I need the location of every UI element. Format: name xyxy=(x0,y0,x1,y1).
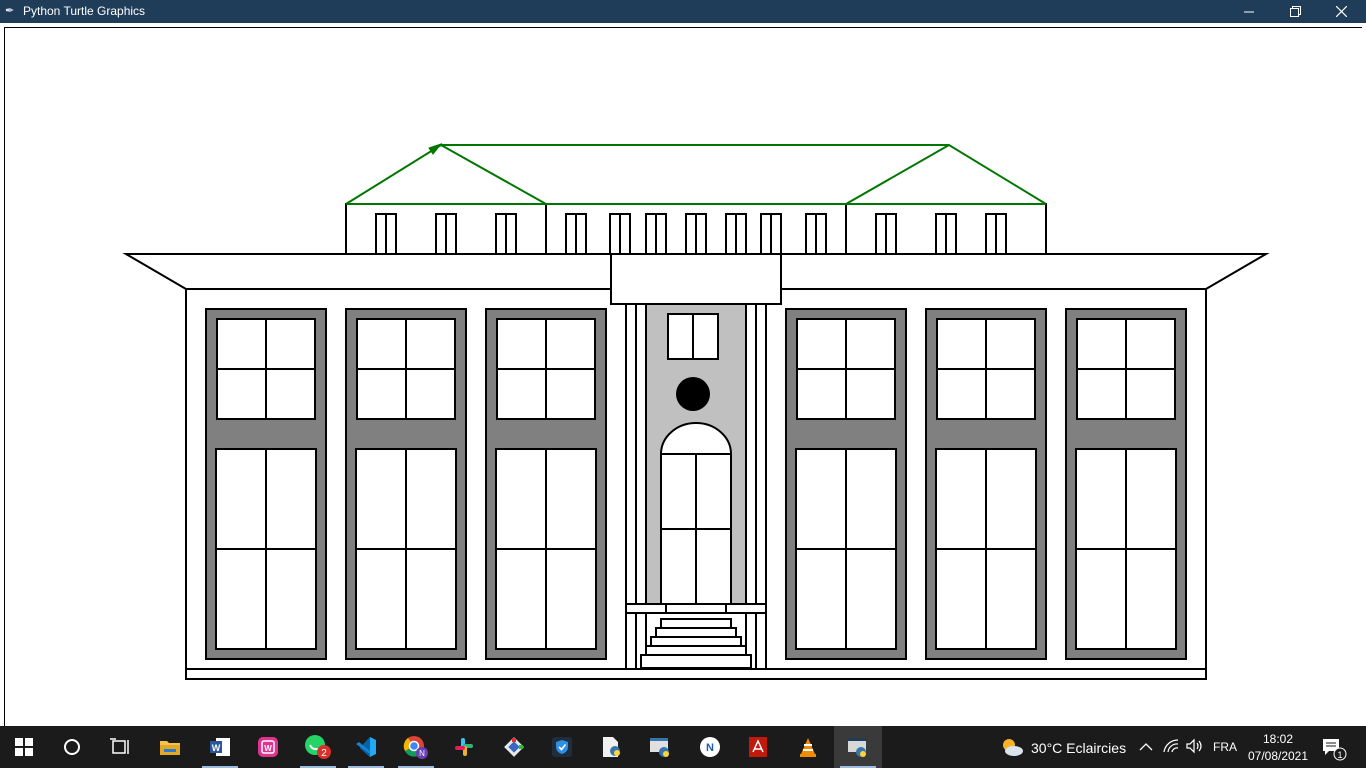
roof-gable-left xyxy=(345,143,547,205)
search-circle-icon xyxy=(64,739,80,755)
roof-gable-right xyxy=(845,143,1047,205)
action-center-button[interactable]: 1 xyxy=(1318,734,1348,762)
vlc-app[interactable] xyxy=(784,726,832,768)
restore-icon xyxy=(1289,6,1301,17)
chrome-icon: N xyxy=(403,736,428,759)
python-file-icon xyxy=(603,737,620,757)
network-button[interactable] xyxy=(1162,738,1182,756)
building-drawing xyxy=(122,142,1270,680)
slack-app[interactable] xyxy=(440,726,488,768)
turtle-canvas[interactable] xyxy=(4,27,1362,726)
svg-text:N: N xyxy=(419,749,425,758)
taskbar: W W 2 N xyxy=(0,726,1366,768)
partly-cloudy-icon xyxy=(1003,739,1023,756)
show-hidden-icons-button[interactable] xyxy=(1136,738,1156,756)
pdf-icon xyxy=(749,737,767,757)
shield-check-icon xyxy=(552,737,572,757)
step xyxy=(655,627,737,638)
running-indicator xyxy=(202,766,238,768)
facade-base xyxy=(185,668,1207,680)
restore-button[interactable] xyxy=(1272,0,1318,23)
windows-logo-icon xyxy=(15,738,33,756)
whatsapp-icon: 2 xyxy=(305,735,331,759)
n-circle-icon: N xyxy=(700,737,720,757)
git-app[interactable] xyxy=(490,726,538,768)
volume-button[interactable] xyxy=(1185,738,1205,756)
python-window-icon xyxy=(650,738,669,757)
close-button[interactable] xyxy=(1318,0,1364,23)
python-file-app[interactable] xyxy=(588,726,636,768)
start-button[interactable] xyxy=(0,726,48,768)
whatsapp-badge: 2 xyxy=(321,748,327,759)
entrance-pediment-block xyxy=(610,253,782,305)
minimize-button[interactable] xyxy=(1226,0,1272,23)
weather-text: 30°C Eclaircies xyxy=(1031,740,1127,756)
svg-text:W: W xyxy=(212,743,221,753)
vlc-cone-icon xyxy=(800,738,816,757)
folder-icon xyxy=(160,741,180,755)
step xyxy=(650,636,742,647)
running-indicator xyxy=(840,766,876,768)
python-file-app-2[interactable] xyxy=(636,726,684,768)
window-titlebar[interactable]: ✒ Python Turtle Graphics xyxy=(0,0,1366,23)
language-indicator[interactable]: FRA xyxy=(1213,740,1237,754)
minimize-icon xyxy=(1244,11,1254,12)
task-view-button[interactable] xyxy=(96,726,144,768)
weather-widget[interactable]: 30°C Eclaircies xyxy=(996,726,1130,768)
chevron-up-icon xyxy=(1139,743,1153,751)
step xyxy=(640,654,752,669)
clock-time: 18:02 xyxy=(1262,732,1294,746)
notion-app[interactable]: N xyxy=(686,726,734,768)
speaker-icon xyxy=(1186,738,1202,754)
window-title: Python Turtle Graphics xyxy=(23,4,146,18)
notification-icon: 1 xyxy=(1323,739,1347,761)
task-view-icon xyxy=(110,738,129,754)
notification-count: 1 xyxy=(1337,750,1342,760)
vscode-app[interactable] xyxy=(342,726,390,768)
file-explorer-app[interactable] xyxy=(146,726,194,768)
step xyxy=(660,618,732,629)
running-indicator xyxy=(398,766,434,768)
entrance-threshold xyxy=(665,603,727,614)
clock-date: 07/08/2021 xyxy=(1247,749,1309,763)
git-diamond-icon xyxy=(504,737,524,757)
whatsapp-app[interactable]: 2 xyxy=(294,726,342,768)
wps-app[interactable]: W xyxy=(244,726,292,768)
vscode-icon xyxy=(356,737,376,757)
word-icon: W xyxy=(210,738,230,756)
entrance-oculus xyxy=(676,377,710,411)
wps-office-icon: W xyxy=(258,737,278,757)
chrome-app[interactable]: N xyxy=(392,726,440,768)
turtle-window-body xyxy=(0,23,1366,726)
svg-text:N: N xyxy=(706,742,714,754)
running-indicator xyxy=(348,766,384,768)
bitwarden-app[interactable] xyxy=(538,726,586,768)
door-arch xyxy=(660,422,732,455)
python-turtle-app[interactable] xyxy=(834,726,882,768)
wifi-icon xyxy=(1163,739,1179,753)
svg-text:W: W xyxy=(264,744,272,753)
clock[interactable]: 18:02 07/08/2021 xyxy=(1242,730,1314,766)
word-app[interactable]: W xyxy=(196,726,244,768)
slack-icon xyxy=(455,738,473,756)
turtle-arrow-cursor xyxy=(428,142,443,155)
step xyxy=(645,645,747,656)
close-icon xyxy=(1335,6,1347,17)
running-indicator xyxy=(300,766,336,768)
acrobat-app[interactable] xyxy=(734,726,782,768)
python-turtle-icon xyxy=(848,738,866,757)
feather-icon: ✒ xyxy=(5,4,15,17)
search-button[interactable] xyxy=(48,726,96,768)
